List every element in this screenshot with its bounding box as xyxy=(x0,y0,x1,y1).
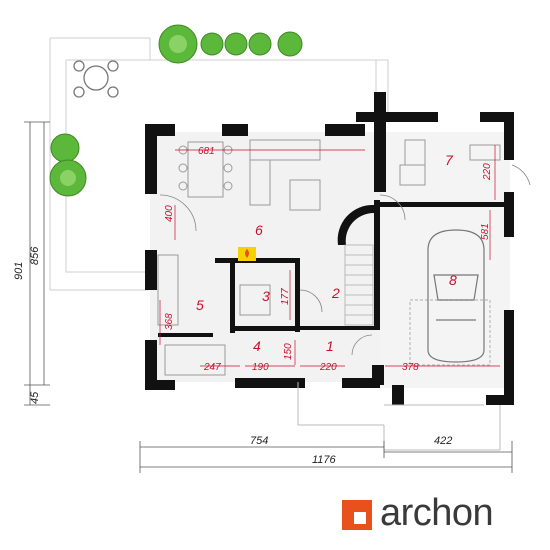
room-labels: 1 2 3 4 5 6 7 8 xyxy=(196,152,457,354)
tree-icon xyxy=(49,24,303,197)
dimension-label: 1176 xyxy=(312,454,337,466)
fireplace-icon xyxy=(238,247,256,261)
dimension-label: 378 xyxy=(402,362,419,373)
room-label: 3 xyxy=(262,288,270,304)
room-label: 6 xyxy=(255,222,263,238)
dimension-label: 150 xyxy=(283,343,294,360)
room-label: 2 xyxy=(331,285,340,301)
room-label: 8 xyxy=(449,272,457,288)
walls xyxy=(145,92,514,405)
dimension-label: 177 xyxy=(280,288,291,305)
dimension-label: 581 xyxy=(480,223,491,240)
dimension-label: 422 xyxy=(434,435,452,447)
room-label: 1 xyxy=(326,338,334,354)
dimension-label: 45 xyxy=(29,391,41,404)
logo-mark-icon xyxy=(342,500,372,530)
staircase xyxy=(337,204,374,326)
car-icon xyxy=(409,229,491,366)
exterior-dimension-labels: 901 856 45 754 422 1176 xyxy=(13,246,452,466)
dimension-label: 901 xyxy=(13,262,25,280)
logo-wordmark: archon xyxy=(380,492,494,534)
room-label: 5 xyxy=(196,297,204,313)
dimension-label: 856 xyxy=(29,246,41,265)
dimension-label: 220 xyxy=(482,163,493,181)
dimension-label: 247 xyxy=(203,362,221,373)
interior-dimension-labels: 681 400 368 247 190 150 220 177 378 581 … xyxy=(164,146,493,373)
dimension-label: 681 xyxy=(198,146,215,157)
dimension-label: 368 xyxy=(164,313,175,330)
dimension-label: 754 xyxy=(250,435,268,447)
garden-table-icon xyxy=(73,60,119,98)
dimension-label: 190 xyxy=(252,362,269,373)
doors xyxy=(159,164,531,356)
room-label: 4 xyxy=(253,338,261,354)
room-label: 7 xyxy=(445,152,454,168)
dimension-label: 400 xyxy=(164,205,175,222)
dimension-lines xyxy=(24,121,513,473)
dimension-label: 220 xyxy=(319,362,337,373)
